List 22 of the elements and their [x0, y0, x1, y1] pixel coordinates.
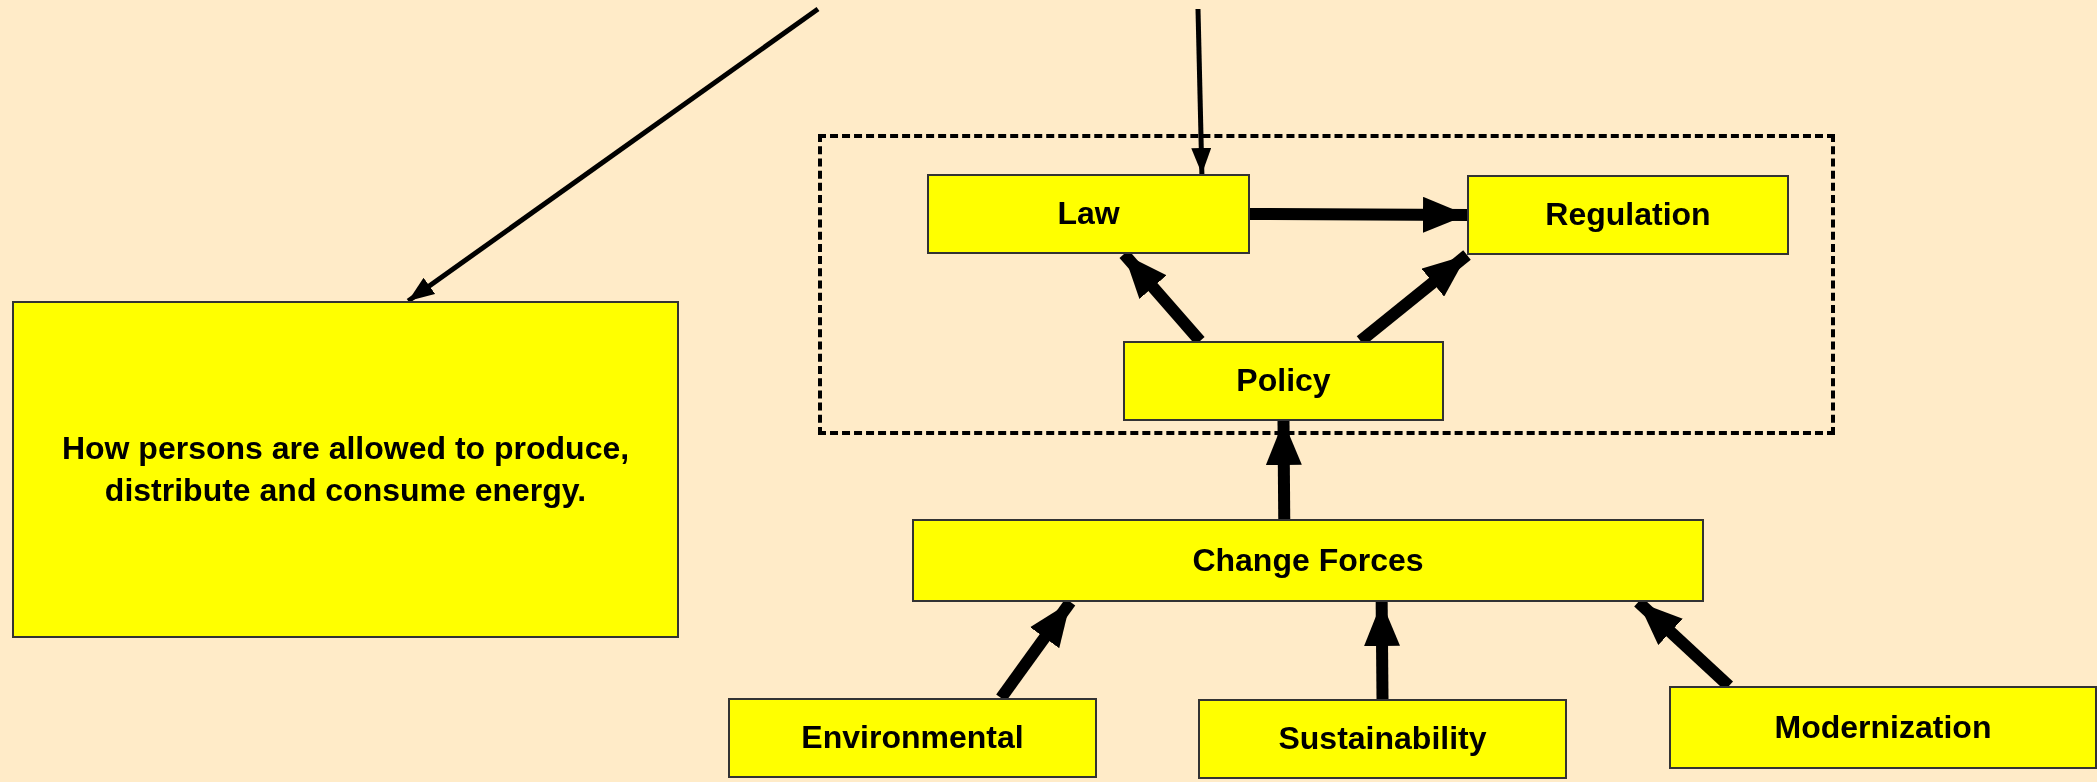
arrow [1249, 196, 1468, 233]
note-box [12, 301, 679, 638]
box-label: Regulation [1545, 195, 1711, 235]
box-label: Modernization [1774, 707, 1992, 747]
process-box [927, 174, 1250, 254]
process-box [1198, 699, 1567, 779]
dashed-group-box [818, 134, 1835, 435]
arrow [1364, 601, 1401, 700]
box-label: Environmental [801, 718, 1024, 758]
arrow [406, 6, 820, 304]
box-label: Change Forces [1192, 540, 1424, 580]
arrow [1265, 420, 1302, 520]
box-label: Law [1057, 194, 1120, 234]
process-box [1467, 175, 1789, 255]
box-label: Sustainability [1278, 719, 1487, 759]
arrow [1191, 8, 1212, 175]
process-box [912, 519, 1704, 602]
process-box [1123, 341, 1444, 421]
description-text: How persons are allowed to produce, distribute and consume energy. [60, 428, 631, 510]
box-label: Policy [1236, 361, 1331, 401]
process-box [728, 698, 1097, 778]
process-box [1669, 686, 2097, 769]
